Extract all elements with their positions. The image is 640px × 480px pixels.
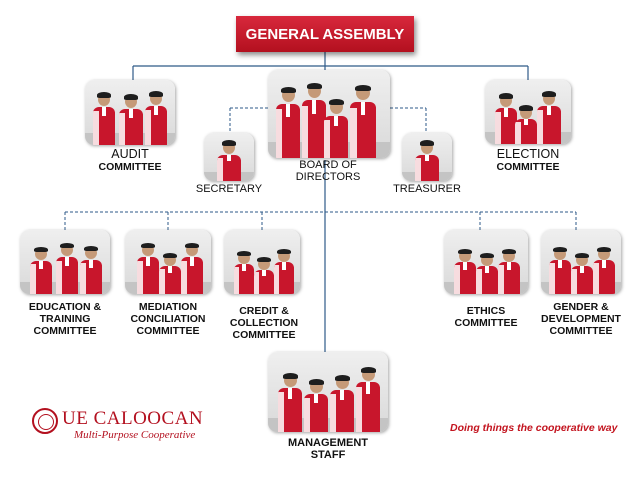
member-figure — [495, 93, 517, 144]
member-figure — [159, 253, 181, 294]
mediation-label-line1: MEDIATION — [138, 301, 198, 313]
credit-label-line1: CREDIT & — [239, 305, 289, 317]
member-figure — [56, 243, 78, 294]
member-figure — [30, 247, 52, 294]
education-label-line2: TRAINING — [39, 313, 91, 325]
member-figure — [571, 253, 593, 294]
audit-label-line2: COMMITTEE — [98, 161, 162, 173]
member-figure — [137, 243, 159, 294]
election-committee-photo — [485, 80, 571, 144]
gender-label-line1: GENDER & — [553, 301, 609, 313]
member-figure — [330, 375, 354, 432]
mediation-conciliation-label: MEDIATION CONCILIATION COMMITTEE — [114, 301, 222, 337]
board-label-line2: DIRECTORS — [295, 171, 361, 183]
management-label-line2: STAFF — [310, 449, 346, 461]
member-figure — [254, 257, 274, 294]
member-figure — [415, 140, 439, 181]
ethics-committee-photo — [444, 230, 528, 294]
member-figure — [549, 247, 571, 294]
general-assembly-title: GENERAL ASSEMBLY — [245, 25, 405, 43]
member-figure — [593, 247, 615, 294]
board-of-directors-photo — [268, 70, 390, 158]
member-figure — [498, 249, 520, 294]
member-figure — [278, 373, 302, 432]
member-figure — [181, 243, 203, 294]
audit-label-line1: AUDIT — [111, 147, 149, 161]
gender-development-photo — [541, 230, 621, 294]
gender-label-line3: COMMITTEE — [549, 325, 613, 337]
election-label-line1: ELECTION — [496, 147, 560, 161]
member-figure — [80, 246, 102, 294]
member-figure — [145, 91, 167, 145]
member-figure — [324, 99, 348, 158]
member-figure — [217, 140, 241, 181]
member-figure — [119, 94, 143, 145]
member-figure — [515, 105, 537, 144]
ethics-committee-label: ETHICS COMMITTEE — [436, 305, 536, 329]
tagline: Doing things the cooperative way — [450, 422, 618, 434]
member-figure — [274, 249, 294, 294]
credit-collection-photo — [224, 230, 300, 294]
member-figure — [537, 91, 561, 144]
education-training-label: EDUCATION & TRAINING COMMITTEE — [10, 301, 120, 337]
education-training-photo — [20, 230, 110, 294]
treasurer-photo — [402, 133, 452, 181]
member-figure — [93, 92, 115, 145]
credit-collection-label: CREDIT & COLLECTION COMMITTEE — [216, 305, 312, 341]
member-figure — [356, 367, 380, 432]
audit-committee-photo — [85, 80, 175, 145]
board-of-directors-label: BOARD OF DIRECTORS — [272, 159, 384, 183]
logo-name: UE CALOOCAN — [62, 408, 204, 429]
member-figure — [350, 85, 376, 158]
gender-label-line2: DEVELOPMENT — [541, 313, 621, 325]
secretary-label: SECRETARY — [188, 183, 270, 195]
ethics-label-line2: COMMITTEE — [454, 317, 518, 329]
member-figure — [304, 379, 328, 432]
member-figure — [454, 249, 476, 294]
election-committee-label: ELECTION COMMITTEE — [478, 147, 578, 173]
member-figure — [476, 253, 498, 294]
management-label-line1: MANAGEMENT — [287, 437, 369, 449]
treasurer-label-line1: TREASURER — [393, 183, 461, 195]
seal-icon — [32, 408, 58, 434]
secretary-photo — [204, 133, 254, 181]
general-assembly-box: GENERAL ASSEMBLY — [236, 16, 414, 52]
credit-label-line3: COMMITTEE — [232, 329, 296, 341]
ethics-label-line1: ETHICS — [466, 305, 506, 317]
board-label-line1: BOARD OF — [299, 159, 357, 171]
secretary-label-line1: SECRETARY — [195, 183, 263, 195]
member-figure — [234, 251, 254, 294]
member-figure — [302, 83, 326, 158]
treasurer-label: TREASURER — [384, 183, 470, 195]
education-label-line1: EDUCATION & — [28, 301, 102, 313]
member-figure — [276, 87, 300, 158]
mediation-conciliation-photo — [125, 230, 211, 294]
logo-subtitle: Multi-Purpose Cooperative — [74, 429, 196, 441]
mediation-label-line2: CONCILIATION — [130, 313, 206, 325]
management-staff-photo — [268, 352, 388, 432]
management-staff-label: MANAGEMENT STAFF — [272, 437, 384, 461]
election-label-line2: COMMITTEE — [496, 161, 560, 173]
audit-committee-label: AUDIT COMMITTEE — [80, 147, 180, 173]
gender-development-label: GENDER & DEVELOPMENT COMMITTEE — [531, 301, 631, 337]
mediation-label-line3: COMMITTEE — [136, 325, 200, 337]
education-label-line3: COMMITTEE — [33, 325, 97, 337]
credit-label-line2: COLLECTION — [229, 317, 299, 329]
